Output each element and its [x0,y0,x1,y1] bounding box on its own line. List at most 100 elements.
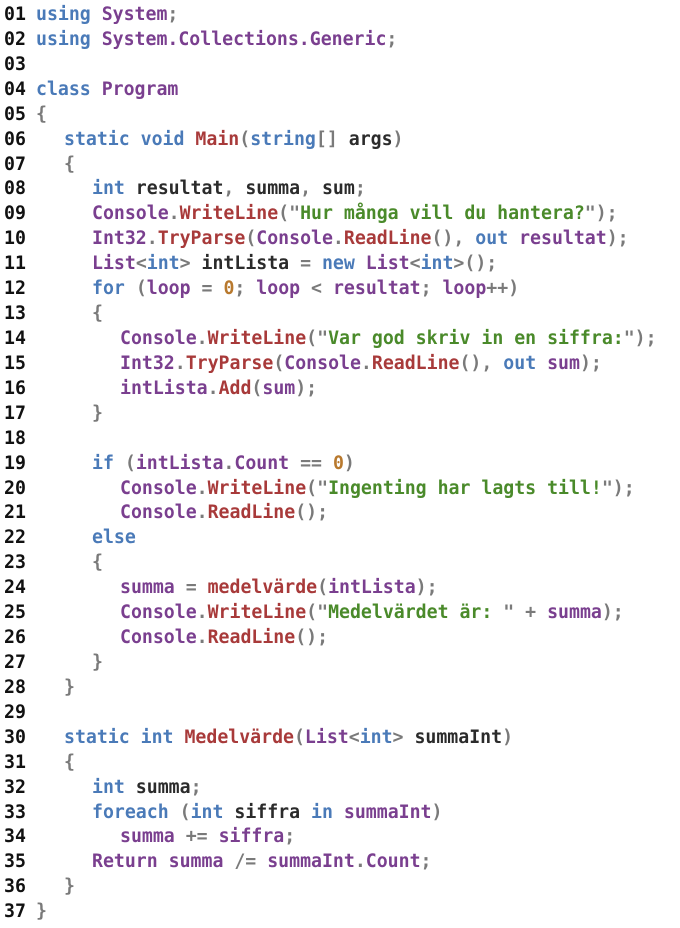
token-kw: if [92,452,114,474]
code-text: using System; [36,3,178,28]
token-punc: = [300,253,322,275]
token-punc: (), [431,228,476,250]
token-var: summaInt [343,801,432,823]
token-type: List [92,253,136,275]
token-punc: (" [306,477,329,499]
token-punc: ) [392,128,404,150]
token-plain [91,79,102,100]
line-number: 11 [4,253,26,275]
token-kw: int [92,776,125,798]
token-punc: ; [386,28,398,50]
line-number: 08 [4,178,26,200]
token-var: intLista [328,577,416,599]
code-line: 14 Console.WriteLine("Var god skriv in en… [4,327,657,352]
token-kw: int [420,253,454,275]
token-var: summa [120,826,175,848]
token-punc: . [196,502,208,524]
code-text: } [36,651,103,676]
token-punc: = [174,577,208,599]
token-punc: ( [293,726,305,748]
token-punc: } [36,901,47,923]
code-text: { [36,103,47,128]
token-punc: /= [223,851,268,873]
token-method: Medelvärde [184,726,294,748]
token-kw: string [250,128,316,150]
token-kw: void [140,128,185,150]
line-number: 14 [4,327,26,349]
token-punc: < [135,253,147,275]
token-str: Var god skriv in en siffra: [328,327,624,349]
code-line: 07{ [4,153,657,178]
token-punc: ); [415,577,438,599]
line-number: 34 [4,826,26,848]
line-number: 22 [4,527,26,549]
line-number: 37 [4,901,26,923]
line-number: 28 [4,676,26,698]
token-punc: . [174,352,186,374]
code-line: 31{ [4,751,657,776]
line-number: 23 [4,552,26,574]
code-text: int summa; [36,776,202,801]
line-number: 20 [4,477,26,499]
token-type: Console [120,602,197,624]
code-text: } [36,676,75,701]
code-text: Console.ReadLine(); [36,626,328,651]
token-punc: ( [179,801,191,823]
token-var: Count [234,452,290,474]
code-text: Console.WriteLine("Var god skriv in en s… [36,327,657,352]
token-method: ReadLine [207,627,296,649]
token-plain: resultat [124,178,224,200]
line-number: 24 [4,577,26,599]
code-line: 29 [4,701,657,726]
token-kw: out [475,228,509,250]
token-punc: ( [124,452,136,474]
token-punc: } [64,876,75,898]
token-punc: { [36,103,47,125]
token-plain: intLista [190,253,301,275]
token-method: WriteLine [207,602,307,624]
code-text: Return summa /= summaInt.Count; [36,850,431,875]
token-punc: ++) [486,278,520,300]
token-punc: = [190,278,224,300]
token-punc: . [146,228,158,250]
token-plain [355,253,366,274]
line-number: 01 [4,4,26,25]
token-method: WriteLine [207,327,307,349]
line-number: 21 [4,502,26,524]
line-number: 29 [4,701,26,723]
token-plain: summaInt [414,726,503,748]
line-number: 18 [4,427,26,449]
token-method: TryParse [157,228,246,250]
token-plain [125,278,136,299]
token-punc: ( [251,377,263,399]
code-line: 05{ [4,103,657,128]
token-type: Int32 [120,352,175,374]
token-punc: ; [284,826,296,848]
token-punc: . [196,477,208,499]
token-punc: ; [420,851,432,873]
token-punc: "); [623,327,657,349]
token-type: System [101,4,168,25]
code-line: 18 [4,427,657,452]
code-text: if (intLista.Count == 0) [36,452,355,477]
token-punc: ); [606,228,629,250]
line-number: 30 [4,726,26,748]
token-punc: . [196,602,208,624]
code-text: List<int> intLista = new List<int>(); [36,252,497,277]
token-method: Add [218,377,252,399]
token-method: TryParse [185,352,274,374]
token-method: ReadLine [207,502,296,524]
token-punc: . [196,327,208,349]
line-number: 33 [4,801,26,823]
token-punc: (" [306,327,329,349]
code-text: using System.Collections.Generic; [36,28,397,53]
code-line: 37} [4,900,657,925]
